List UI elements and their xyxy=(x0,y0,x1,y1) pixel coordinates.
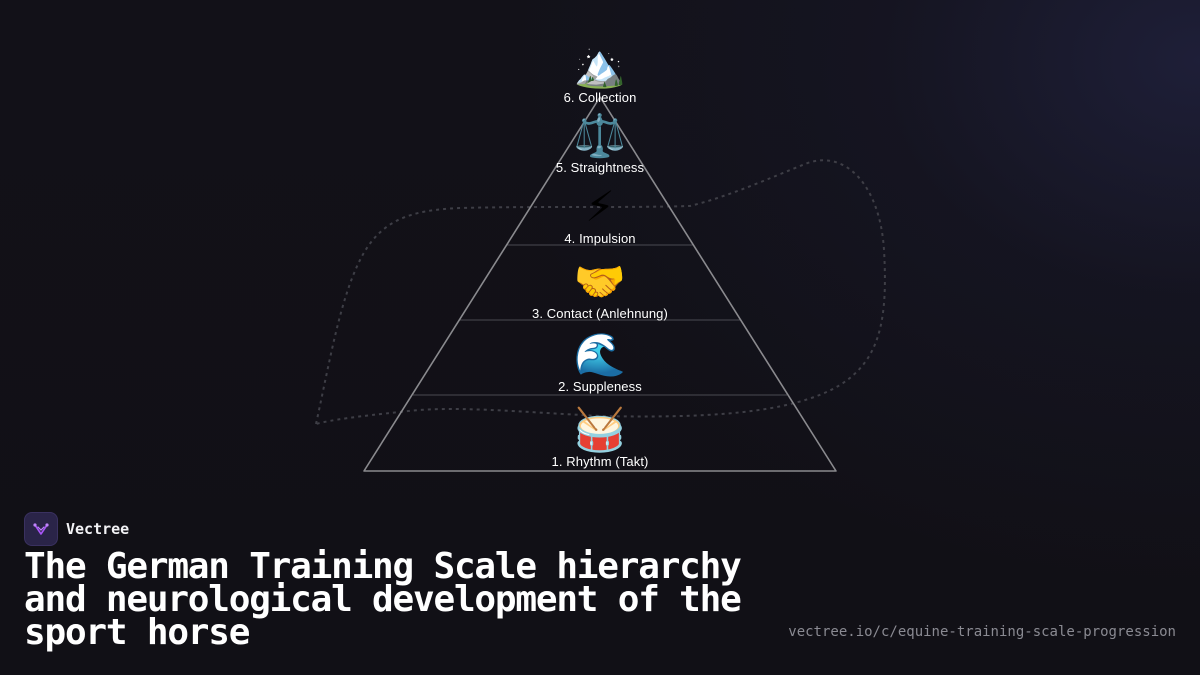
level-straightness: ⚖️ 5. Straightness xyxy=(450,112,750,176)
level-label: 6. Collection xyxy=(563,90,637,105)
handshake-icon: 🤝 xyxy=(573,257,627,306)
horse-silhouette-outline xyxy=(314,159,886,426)
level-suppleness: 🌊 2. Suppleness xyxy=(450,331,750,395)
page-title: The German Training Scale hierarchy and … xyxy=(24,546,742,653)
level-contact: 🤝 3. Contact (Anlehnung) xyxy=(450,258,750,322)
level-label: 3. Contact (Anlehnung) xyxy=(532,306,668,321)
level-label: 4. Impulsion xyxy=(564,231,636,246)
vectree-logo-icon xyxy=(24,512,58,546)
source-url[interactable]: vectree.io/c/equine-training-scale-progr… xyxy=(788,624,1176,640)
mountain-icon: 🏔️ xyxy=(573,41,627,90)
level-label: 5. Straightness xyxy=(555,160,645,175)
level-collection: 🏔️ 6. Collection xyxy=(450,42,750,106)
level-rhythm: 🥁 1. Rhythm (Takt) xyxy=(450,406,750,470)
pyramid-triangle xyxy=(363,96,837,472)
wave-icon: 🌊 xyxy=(573,330,627,379)
level-impulsion: ⚡ 4. Impulsion xyxy=(450,183,750,247)
scales-icon: ⚖️ xyxy=(573,111,627,160)
lightning-icon: ⚡ xyxy=(585,182,615,231)
drum-icon: 🥁 xyxy=(573,405,627,454)
brand[interactable]: Vectree xyxy=(24,512,129,546)
level-label: 2. Suppleness xyxy=(558,379,642,394)
level-label: 1. Rhythm (Takt) xyxy=(551,454,649,469)
brand-name: Vectree xyxy=(66,520,130,538)
